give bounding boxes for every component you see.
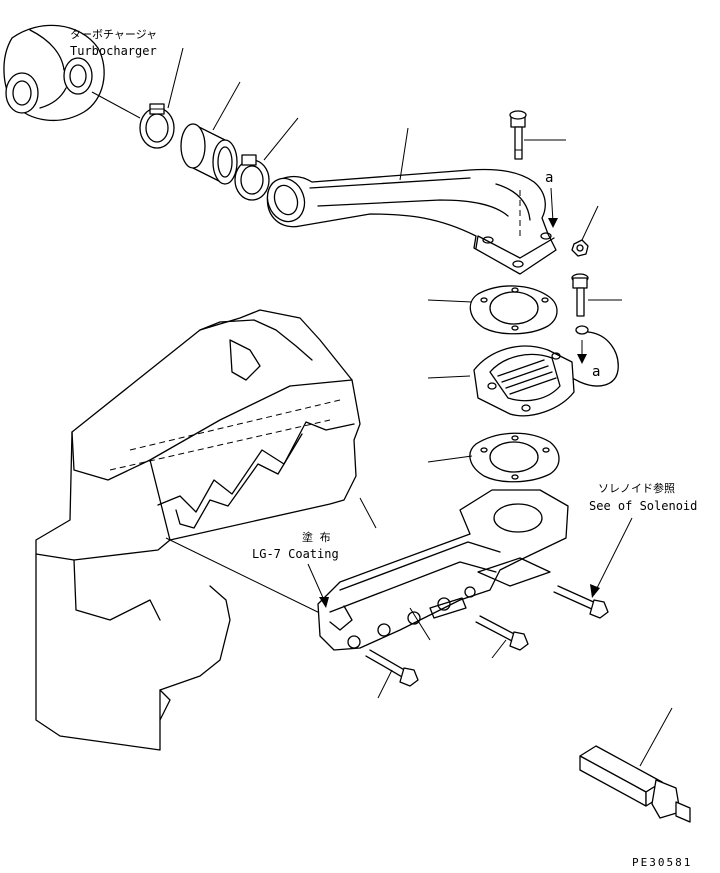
air-intake-pipe xyxy=(266,168,557,275)
turbocharger-label-en: Turbocharger xyxy=(70,44,157,58)
manifold-bolt-2 xyxy=(475,615,529,651)
nut xyxy=(571,239,589,257)
solenoid-bolt xyxy=(553,585,609,619)
engine-block xyxy=(35,309,361,751)
callout-a-top: a xyxy=(545,170,553,186)
air-heater xyxy=(473,345,575,417)
manifold-bolt xyxy=(365,649,419,687)
coating-label-en: LG-7 Coating xyxy=(252,547,339,561)
upper-gasket xyxy=(469,285,558,335)
hose-clamp-2 xyxy=(234,154,270,201)
heater-wire xyxy=(555,325,619,387)
heater-bolt xyxy=(571,273,589,317)
coating-label-jp: 塗 布 xyxy=(302,530,331,544)
solenoid-label-jp: ソレノイド参照 xyxy=(598,481,675,495)
hose-clamp-1 xyxy=(139,103,175,149)
turbocharger xyxy=(3,24,141,122)
turbocharger-label-jp: ターボチャージャ xyxy=(70,28,157,41)
callout-a-bottom: a xyxy=(592,364,600,380)
connector-hose xyxy=(180,123,238,185)
drawing-code: PE30581 xyxy=(632,856,692,869)
solenoid-label-en: See of Solenoid xyxy=(589,499,697,513)
tool xyxy=(579,745,691,823)
lower-gasket xyxy=(469,432,560,483)
upper-bolt xyxy=(509,110,527,160)
intake-manifold xyxy=(317,489,569,651)
